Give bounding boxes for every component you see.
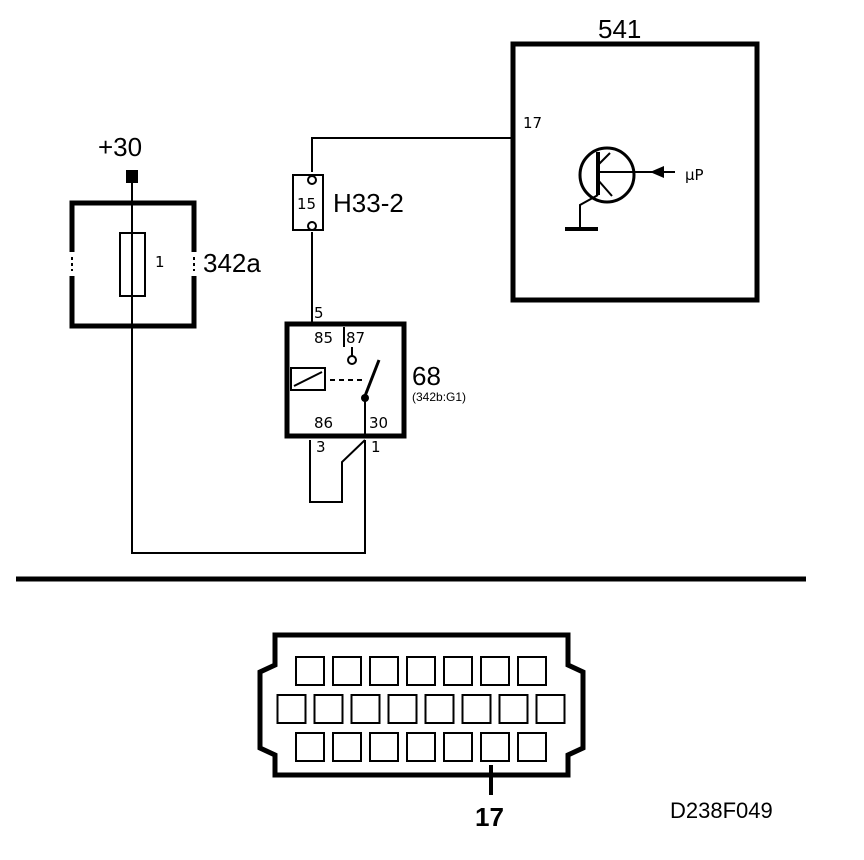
diag-cavity xyxy=(369,656,399,686)
supply-label: +30 xyxy=(98,132,142,162)
diag-cavity xyxy=(424,694,455,724)
relay-label: 68 xyxy=(412,361,441,391)
ecu-pin-label: 17 xyxy=(523,114,542,132)
diag-cavity xyxy=(406,732,436,762)
relay-ref-label: (342b:G1) xyxy=(412,390,466,404)
relay-pin-86: 86 xyxy=(314,414,333,432)
supply-terminal xyxy=(126,170,138,183)
diag-cavity xyxy=(535,694,566,724)
ecu-label: 541 xyxy=(598,14,641,44)
ecu-output-label: μP xyxy=(685,166,704,184)
fuse-number: 1 xyxy=(155,253,165,271)
diag-pin-label: 17 xyxy=(475,802,504,832)
diag-cavity xyxy=(387,694,418,724)
diag-cavity xyxy=(369,732,399,762)
relay-pin-30: 30 xyxy=(369,414,388,432)
diag-cavity xyxy=(295,732,325,762)
diag-cavity xyxy=(350,694,381,724)
drawing-id: D238F049 xyxy=(670,798,773,823)
fuse-box-342a: 1 xyxy=(68,200,198,329)
diag-cavity xyxy=(461,694,492,724)
relay-switch xyxy=(363,359,381,397)
diag-cavity xyxy=(480,656,510,686)
transistor-symbol xyxy=(578,146,636,204)
wire-pin-5: 5 xyxy=(314,304,324,322)
relay-68: 85 87 86 30 xyxy=(284,321,407,439)
wire-pin-1: 1 xyxy=(371,438,381,456)
connector-pin-label: 15 xyxy=(297,195,316,213)
diag-cavity xyxy=(443,732,473,762)
diag-cavity xyxy=(332,656,362,686)
diag-cavity-highlighted xyxy=(480,732,510,762)
diag-cavity xyxy=(313,694,344,724)
relay-pin-85: 85 xyxy=(314,329,333,347)
arrow-icon xyxy=(650,166,664,178)
relay-pin-87: 87 xyxy=(346,329,365,347)
fuse-block-label: 342a xyxy=(203,248,261,278)
wire-pin-3: 3 xyxy=(316,438,326,456)
supply-wire xyxy=(131,180,366,554)
diag-cavity xyxy=(443,656,473,686)
diag-cavity xyxy=(295,656,325,686)
diag-cavity xyxy=(332,732,362,762)
diag-connector-cavities xyxy=(276,656,566,762)
diag-cavity xyxy=(498,694,529,724)
connector-h33-2: 15 xyxy=(292,174,324,231)
relay-pin3-wire xyxy=(309,439,366,503)
diag-cavity xyxy=(276,694,307,724)
diag-cavity xyxy=(517,656,547,686)
wires xyxy=(131,137,599,554)
diag-cavity xyxy=(406,656,436,686)
connector-ref-label: H33-2 xyxy=(333,188,404,218)
ecu-541: 17 μP xyxy=(510,41,760,303)
diag-cavity xyxy=(517,732,547,762)
